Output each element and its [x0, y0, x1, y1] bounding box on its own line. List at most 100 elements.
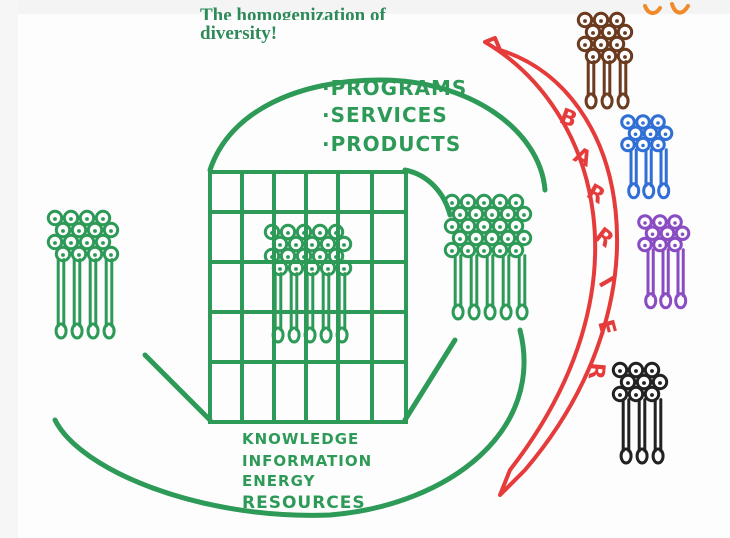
- person-face: [490, 213, 494, 217]
- person-face: [77, 253, 81, 257]
- person-face: [626, 143, 630, 148]
- top-edge: [0, 0, 730, 14]
- crowd-blue: [620, 114, 674, 200]
- person-head: [451, 205, 469, 223]
- barrier-letter: B: [556, 104, 580, 133]
- person-head: [311, 223, 329, 241]
- person-foot: [642, 182, 656, 200]
- person-head: [491, 193, 509, 211]
- person-head: [475, 217, 493, 235]
- person-face: [514, 249, 518, 253]
- person-head: [627, 125, 644, 142]
- funnel-top-right: [402, 167, 453, 218]
- person-head: [608, 35, 626, 53]
- person-face: [506, 213, 510, 217]
- person-head: [507, 241, 525, 259]
- person-head: [650, 114, 666, 130]
- person-head: [54, 221, 72, 239]
- person-face: [278, 243, 282, 247]
- person-head: [443, 193, 461, 211]
- person-face: [506, 237, 510, 241]
- top-list: ·PROGRAMS·SERVICES·PRODUCTS: [322, 76, 467, 156]
- person-foot: [657, 182, 671, 200]
- person-head: [667, 236, 683, 253]
- person-head: [70, 221, 88, 239]
- person-face: [498, 225, 502, 229]
- person-head: [46, 209, 64, 227]
- funnel-bottom-left: [142, 352, 213, 423]
- person-face: [650, 232, 655, 237]
- person-head: [491, 217, 509, 235]
- person-head: [515, 205, 533, 223]
- person-head: [635, 373, 653, 391]
- person-face: [514, 225, 518, 229]
- person-face: [302, 231, 306, 235]
- person-head: [499, 229, 517, 247]
- crowd-brown: [576, 11, 634, 110]
- person-face: [342, 243, 346, 247]
- person-foot: [515, 303, 529, 321]
- person-head: [303, 235, 321, 253]
- person-face: [673, 243, 677, 248]
- top-list-item: ·PROGRAMS: [322, 76, 467, 100]
- person-head: [451, 229, 469, 247]
- person-face: [634, 393, 638, 397]
- person-head: [94, 209, 112, 227]
- person-head: [507, 217, 525, 235]
- person-foot: [319, 326, 333, 344]
- person-face: [618, 369, 622, 373]
- person-foot: [651, 447, 665, 465]
- person-head: [443, 241, 461, 259]
- person-head: [637, 214, 653, 230]
- person-head: [271, 235, 289, 253]
- person-head: [592, 35, 610, 53]
- person-face: [643, 221, 647, 225]
- person-face: [326, 243, 330, 247]
- person-face: [93, 253, 97, 257]
- person-head: [611, 385, 629, 403]
- person-face: [623, 55, 627, 59]
- person-foot: [616, 92, 630, 110]
- person-face: [278, 267, 282, 271]
- person-face: [77, 229, 81, 233]
- person-head: [295, 247, 313, 265]
- person-face: [450, 225, 454, 229]
- person-head: [642, 125, 659, 142]
- person-head: [475, 193, 493, 211]
- person-foot: [584, 92, 598, 110]
- person-foot: [635, 447, 649, 465]
- person-face: [650, 393, 654, 397]
- person-face: [618, 393, 622, 397]
- person-face: [69, 241, 73, 245]
- person-face: [53, 241, 57, 245]
- person-face: [673, 221, 677, 225]
- person-face: [658, 221, 662, 225]
- person-head: [627, 385, 645, 403]
- person-head: [651, 373, 669, 391]
- person-head: [335, 235, 353, 253]
- person-face: [474, 213, 478, 217]
- enclosing-loop-bottom: [52, 327, 527, 518]
- person-head: [643, 385, 661, 403]
- person-head: [62, 233, 80, 251]
- person-face: [294, 267, 298, 271]
- person-head: [652, 214, 668, 230]
- person-head: [459, 193, 477, 211]
- orange-mark: [643, 4, 662, 15]
- person-face: [498, 201, 502, 205]
- person-head: [576, 35, 594, 53]
- person-face: [607, 55, 611, 59]
- person-face: [514, 201, 518, 205]
- person-head: [600, 23, 618, 41]
- person-foot: [674, 292, 688, 310]
- person-head: [644, 225, 661, 242]
- person-head: [279, 247, 297, 265]
- person-foot: [600, 92, 614, 110]
- person-face: [633, 132, 638, 137]
- person-head: [86, 221, 104, 239]
- person-face: [85, 241, 89, 245]
- person-face: [591, 31, 595, 35]
- barrier-letter: E: [592, 317, 620, 338]
- slide-title: The homogenization of diversity!: [200, 2, 460, 47]
- bottom-list-item: KNOWLEDGE: [242, 430, 359, 448]
